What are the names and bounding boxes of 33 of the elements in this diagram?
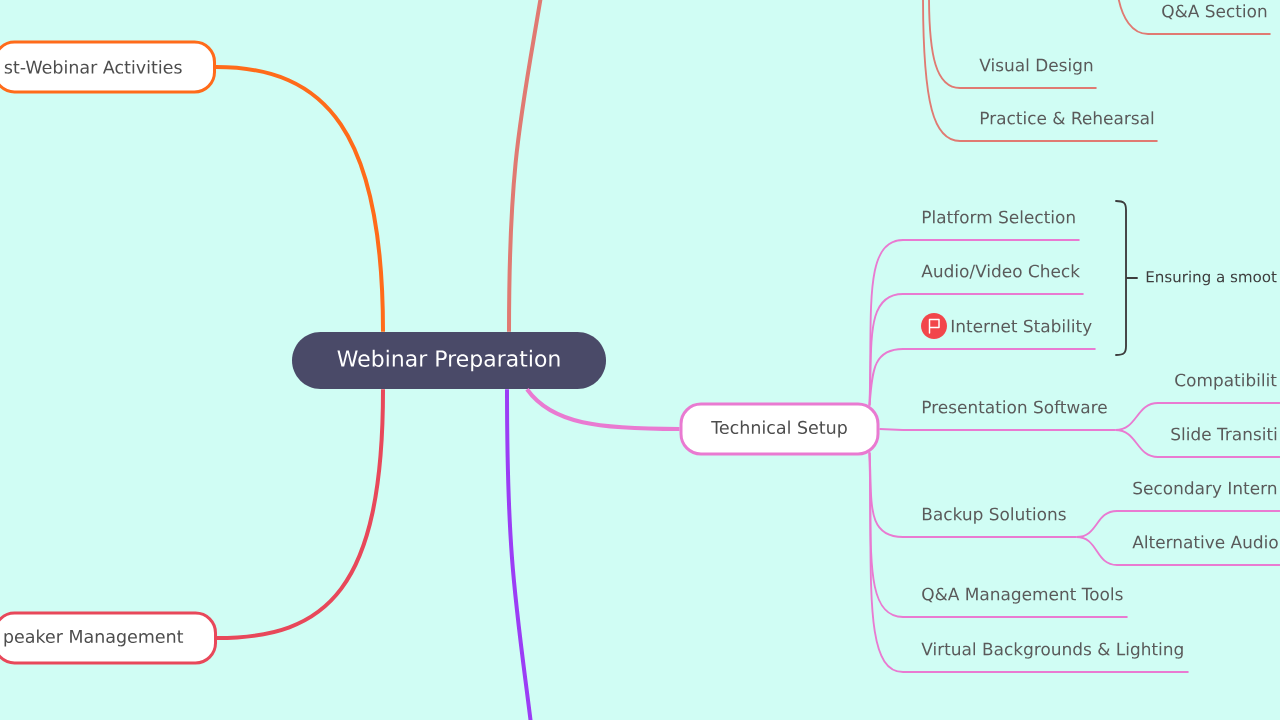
branch-line: [868, 348, 904, 407]
branch-line: [525, 388, 680, 431]
topic-label: Secondary Intern: [1116, 481, 1280, 512]
topic-label: Presentation Software: [902, 400, 1117, 431]
branch-line: [216, 389, 385, 640]
branch-line: [878, 428, 904, 431]
topic-label: Alternative Audio: [1116, 535, 1280, 566]
topic-label: Virtual Backgrounds & Lighting: [902, 642, 1190, 673]
central-topic: Webinar Preparation: [292, 332, 606, 389]
branch-line: [505, 389, 533, 720]
branch-line: [1075, 536, 1118, 566]
topic-label: Slide Transiti: [1157, 427, 1280, 458]
branch-line: [215, 65, 385, 332]
topic-label: Compatibilit: [1157, 373, 1280, 404]
branch-line: [922, 0, 961, 142]
branch-line: [1114, 429, 1159, 458]
topic-box: Technical Setup: [679, 402, 880, 456]
topic-label: Platform Selection: [902, 210, 1081, 241]
topic-label: Internet Stability: [902, 319, 1097, 350]
branch-line: [868, 451, 904, 673]
topic-label: Q&A Management Tools: [902, 587, 1129, 618]
topic-label: Visual Design: [959, 58, 1098, 89]
topic-box: peaker Management: [0, 611, 217, 665]
topic-label: Q&A Section: [1147, 4, 1272, 35]
summary-text: Ensuring a smoot: [1146, 270, 1277, 286]
topic-label: Backup Solutions: [902, 507, 1078, 538]
topic-label: Audio/Video Check: [902, 264, 1085, 295]
branch-line: [1117, 0, 1149, 35]
branch-line: [507, 0, 543, 332]
topic-label: Practice & Rehearsal: [959, 111, 1159, 142]
branch-line: [928, 0, 961, 89]
branch-line: [868, 451, 904, 538]
topic-box: st-Webinar Activities: [0, 40, 216, 94]
